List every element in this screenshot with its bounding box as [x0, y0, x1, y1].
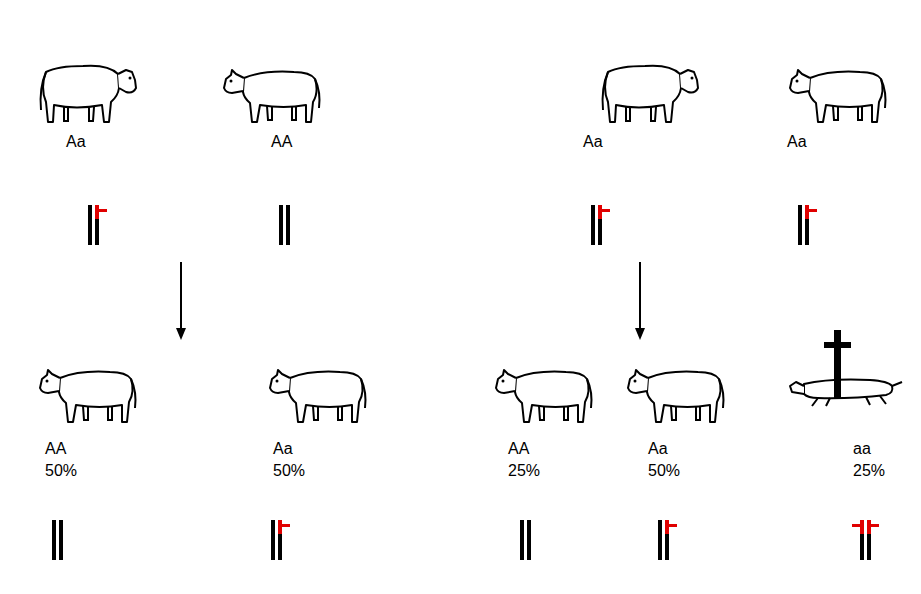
genotype-label: AA [45, 439, 66, 459]
chromosome-pair [798, 205, 817, 245]
cow-figure [270, 370, 366, 422]
cow-figure [40, 370, 136, 422]
percentage-label: 50% [45, 461, 77, 481]
chromosome-pair [52, 520, 63, 560]
percentage-label: 25% [853, 461, 885, 481]
down-arrow [635, 262, 645, 340]
chromosome-pair [279, 205, 290, 245]
chromosome-pair [88, 205, 107, 245]
percentage-label: 50% [273, 461, 305, 481]
cow-figure [628, 370, 724, 422]
genotype-label: Aa [583, 132, 603, 152]
genotype-label: aa [853, 439, 871, 459]
cow-figure [790, 70, 886, 122]
bull-figure [41, 66, 136, 122]
percentage-label: 25% [508, 461, 540, 481]
genotype-label: Aa [66, 132, 86, 152]
cow-figure [496, 370, 592, 422]
genotype-label: AA [271, 132, 292, 152]
cow-figure [224, 70, 320, 122]
genotype-label: Aa [273, 439, 293, 459]
chromosome-pair [271, 520, 290, 560]
genotype-label: Aa [787, 132, 807, 152]
chromosome-pair [520, 520, 531, 560]
chromosome-pair [591, 205, 610, 245]
dead-calf-figure [790, 330, 902, 406]
chromosome-pair [658, 520, 677, 560]
chromosome-pair [852, 520, 879, 560]
percentage-label: 50% [648, 461, 680, 481]
genotype-label: AA [508, 439, 529, 459]
genotype-label: Aa [648, 439, 668, 459]
bull-figure [603, 66, 698, 122]
down-arrow [176, 262, 186, 340]
